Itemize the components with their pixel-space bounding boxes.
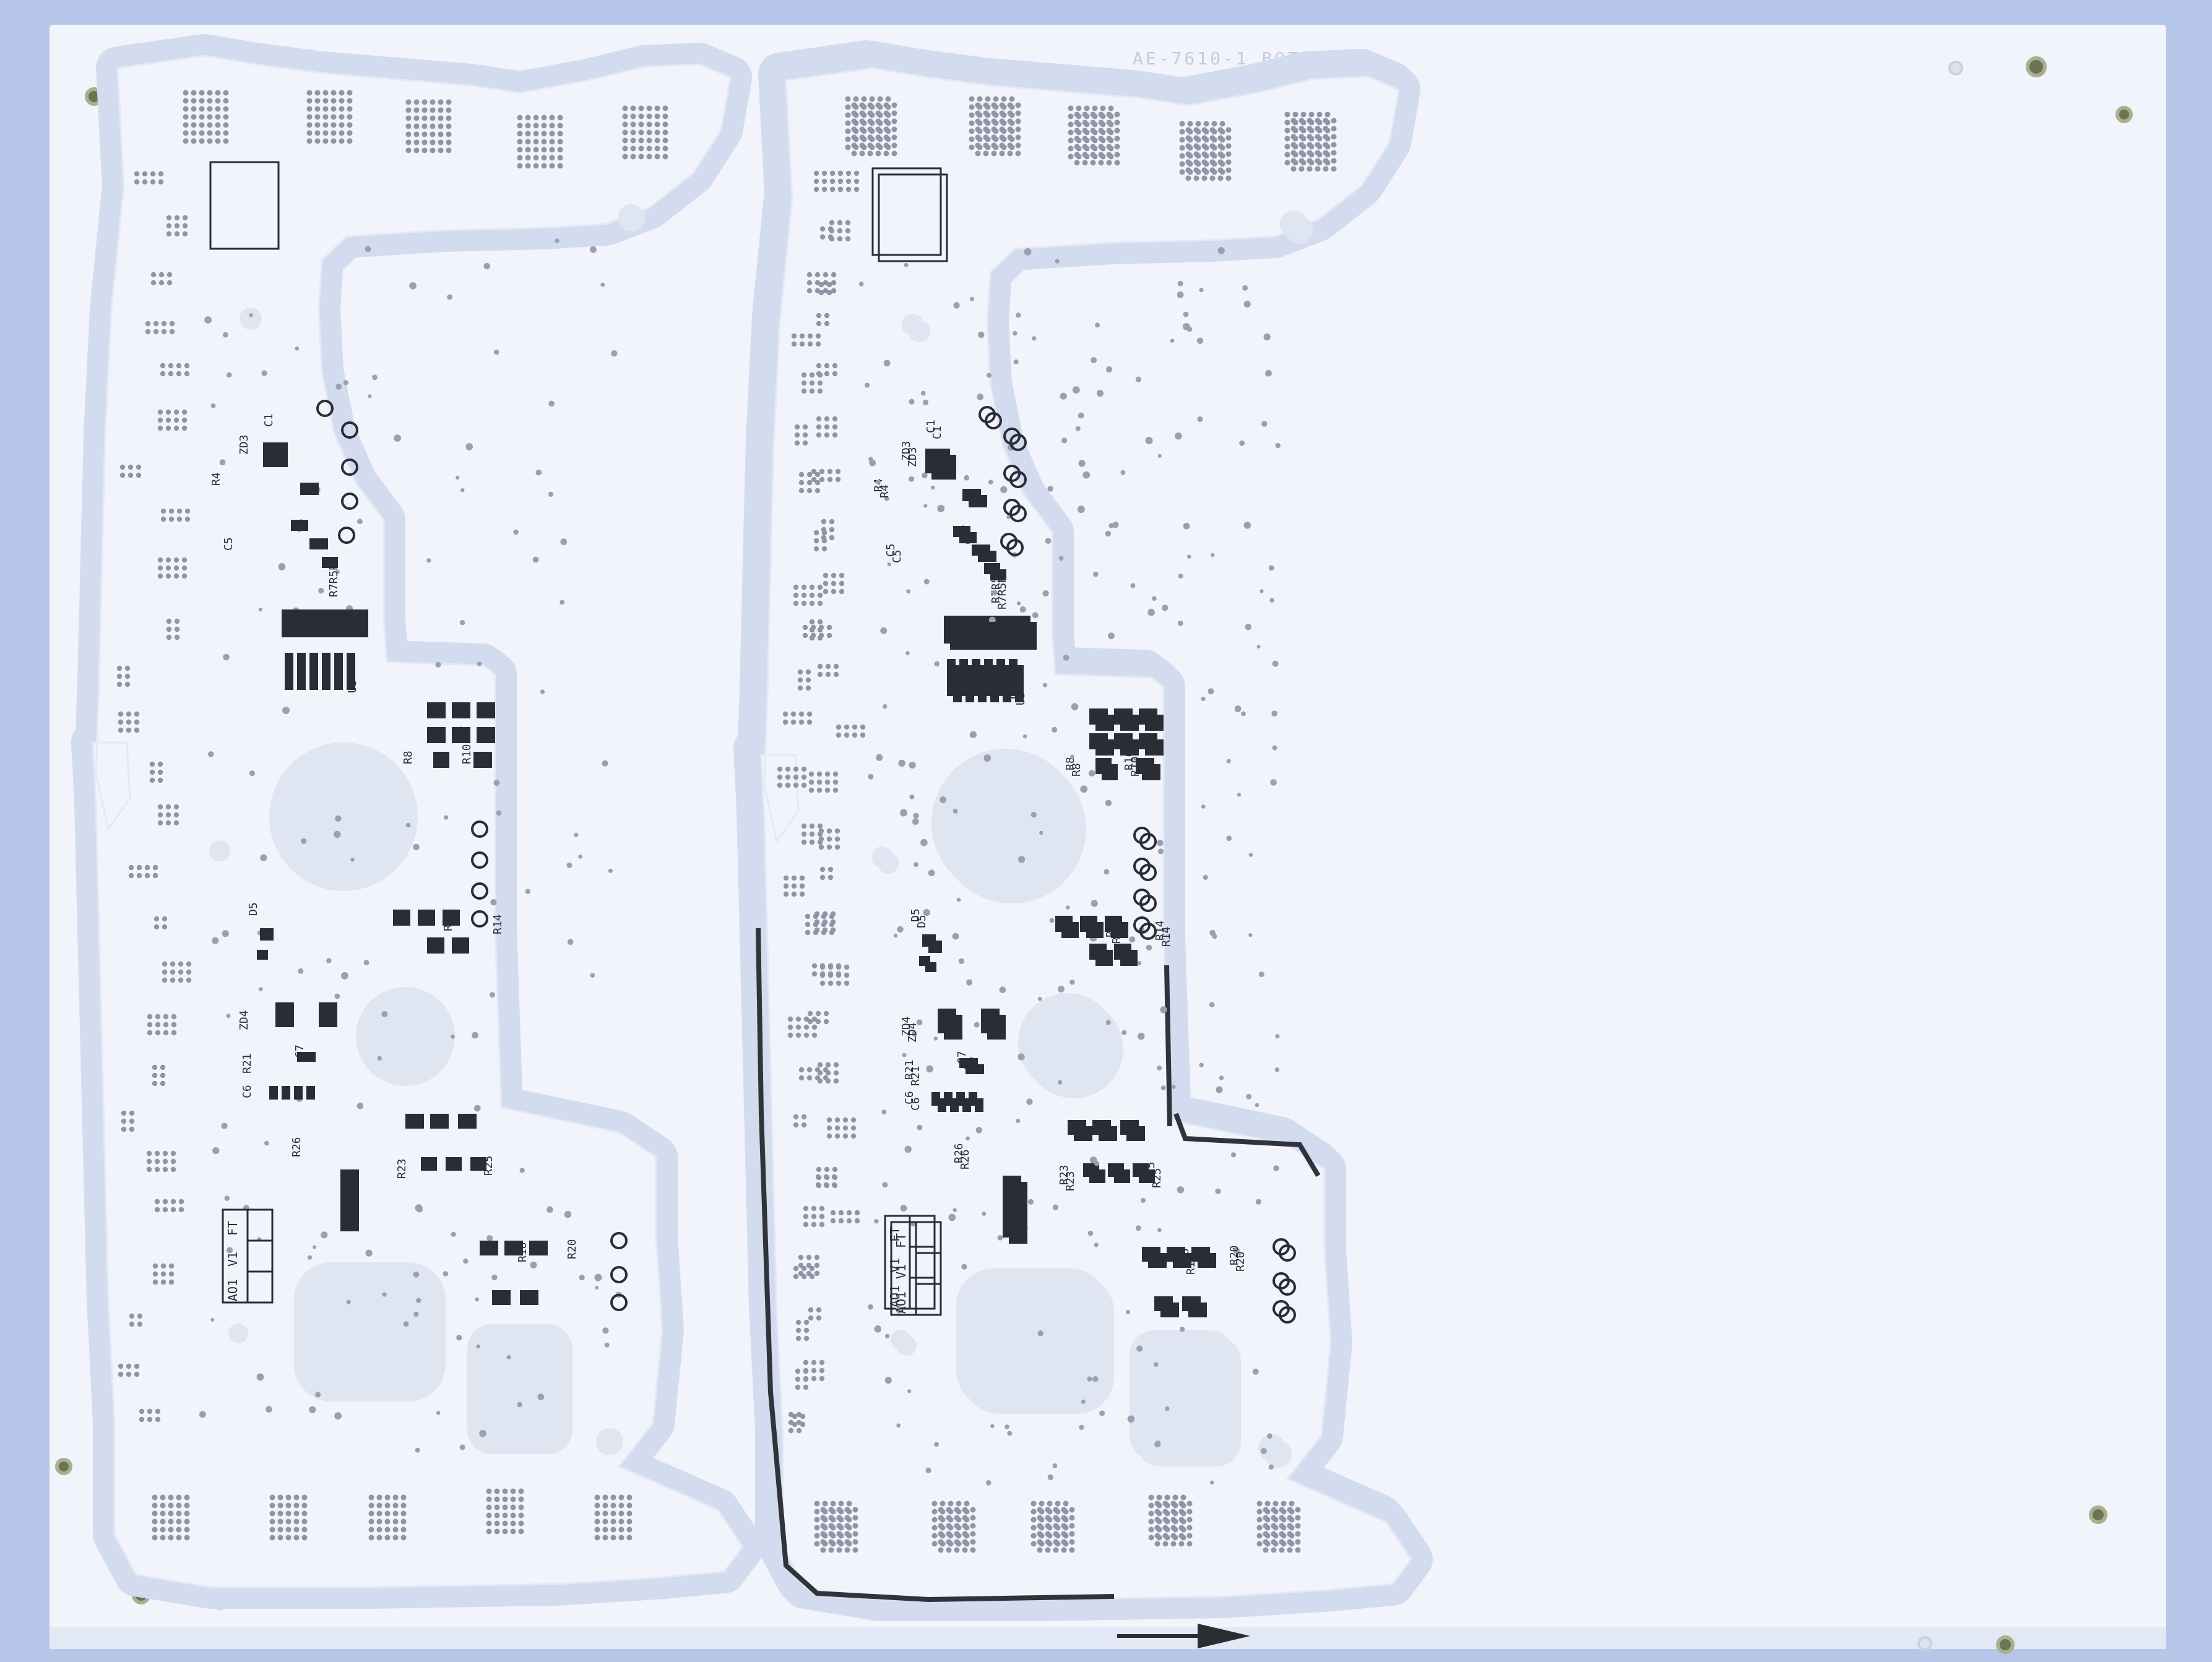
refdes-r21: R21 xyxy=(903,1059,916,1080)
refdes-r12: R12 xyxy=(1110,923,1123,944)
refdes-c7: C7 xyxy=(962,1057,975,1070)
refdes-r10: R10 xyxy=(1129,756,1142,777)
refdes-c6: C6 xyxy=(903,1091,916,1104)
refdes-r8: R8 xyxy=(1070,763,1083,777)
direction-arrow xyxy=(1117,1624,1250,1648)
test-point-rings xyxy=(316,400,628,1311)
refdes-c7: C7 xyxy=(956,1051,969,1064)
via-arrays xyxy=(116,90,668,1541)
grid-label: FT xyxy=(225,1221,240,1236)
refdes-r8: R8 xyxy=(402,751,415,764)
refdes-u3: U3 xyxy=(346,679,359,693)
refdes-d5: D5 xyxy=(915,915,928,928)
via-arrays xyxy=(783,102,1337,1553)
smd-pads xyxy=(925,455,1216,1317)
refdes-d5: D5 xyxy=(247,902,260,916)
test-point-rings xyxy=(985,412,1296,1324)
refdes-r26: R26 xyxy=(953,1143,966,1163)
refdes-u3: U3 xyxy=(1014,692,1027,705)
refdes-r20: R20 xyxy=(1228,1245,1241,1265)
routed-slot-shadow xyxy=(756,928,1321,1603)
refdes-c1: C1 xyxy=(931,426,944,439)
refdes-r4: R4 xyxy=(210,472,223,486)
refdes-c5: C5 xyxy=(891,549,904,563)
refdes-c4: C4 xyxy=(962,531,975,545)
refdes-r4: R4 xyxy=(878,484,891,498)
refdes-r14: R14 xyxy=(1154,920,1167,941)
grid-label: AO1 xyxy=(888,1285,902,1307)
refdes-zd4: ZD4 xyxy=(900,1016,913,1036)
refdes-c6: C6 xyxy=(241,1085,254,1098)
grid-label: V1 xyxy=(894,1264,909,1279)
refdes-zd4: ZD4 xyxy=(238,1010,251,1030)
refdes-r25: R25 xyxy=(482,1155,495,1176)
component-outline xyxy=(878,173,948,262)
refdes-r21: R21 xyxy=(909,1066,922,1086)
cutout-windows xyxy=(878,217,1313,1468)
refdes-zd3: ZD3 xyxy=(906,447,919,467)
refdes-r25: R25 xyxy=(1151,1168,1164,1188)
refdes-r7r5r6: R7R5R6 xyxy=(996,569,1009,609)
grid-label: FT xyxy=(894,1233,909,1248)
grid-label: AO1 xyxy=(894,1291,909,1314)
refdes-c5: C5 xyxy=(222,537,235,551)
refdes-c4: C4 xyxy=(293,519,306,532)
refdes-r26: R26 xyxy=(290,1137,303,1157)
smd-pads xyxy=(257,442,548,1305)
cutout-windows xyxy=(209,204,645,1455)
grid-label: V1 xyxy=(225,1252,240,1267)
refdes-zd3: ZD3 xyxy=(238,434,251,455)
refdes-zd4: ZD4 xyxy=(906,1022,919,1043)
grid-label: FT xyxy=(888,1227,902,1242)
refdes-r10: R10 xyxy=(460,744,473,764)
grid-label: AO1 xyxy=(225,1279,240,1301)
refdes-r18: R18 xyxy=(1185,1254,1198,1275)
refdes-r23: R23 xyxy=(1058,1165,1071,1185)
refdes-c1: C1 xyxy=(925,420,938,433)
refdes-r20: R20 xyxy=(1234,1251,1247,1272)
refdes-zd3: ZD3 xyxy=(900,441,913,461)
refdes-r26: R26 xyxy=(959,1149,972,1169)
component-outline xyxy=(871,167,942,256)
refdes-c7: C7 xyxy=(293,1044,306,1058)
refdes-c1: C1 xyxy=(262,413,275,427)
refdes-r20: R20 xyxy=(566,1239,579,1259)
grid-label: V1 xyxy=(888,1258,902,1273)
refdes-r4: R4 xyxy=(872,478,885,492)
refdes-r12: R12 xyxy=(442,911,455,931)
refdes-r21: R21 xyxy=(241,1053,254,1074)
refdes-r23: R23 xyxy=(395,1158,408,1179)
refdes-c5: C5 xyxy=(884,543,897,557)
refdes-r14: R14 xyxy=(491,914,504,934)
refdes-r8: R8 xyxy=(1064,757,1077,770)
refdes-r23: R23 xyxy=(1064,1171,1077,1191)
refdes-r7r5r6: R7R5R6 xyxy=(327,557,340,597)
refdes-c6: C6 xyxy=(909,1097,922,1111)
component-outline xyxy=(209,161,280,250)
refdes-r18: R18 xyxy=(516,1242,529,1262)
refdes-r14: R14 xyxy=(1160,926,1173,947)
refdes-d5: D5 xyxy=(909,908,922,922)
